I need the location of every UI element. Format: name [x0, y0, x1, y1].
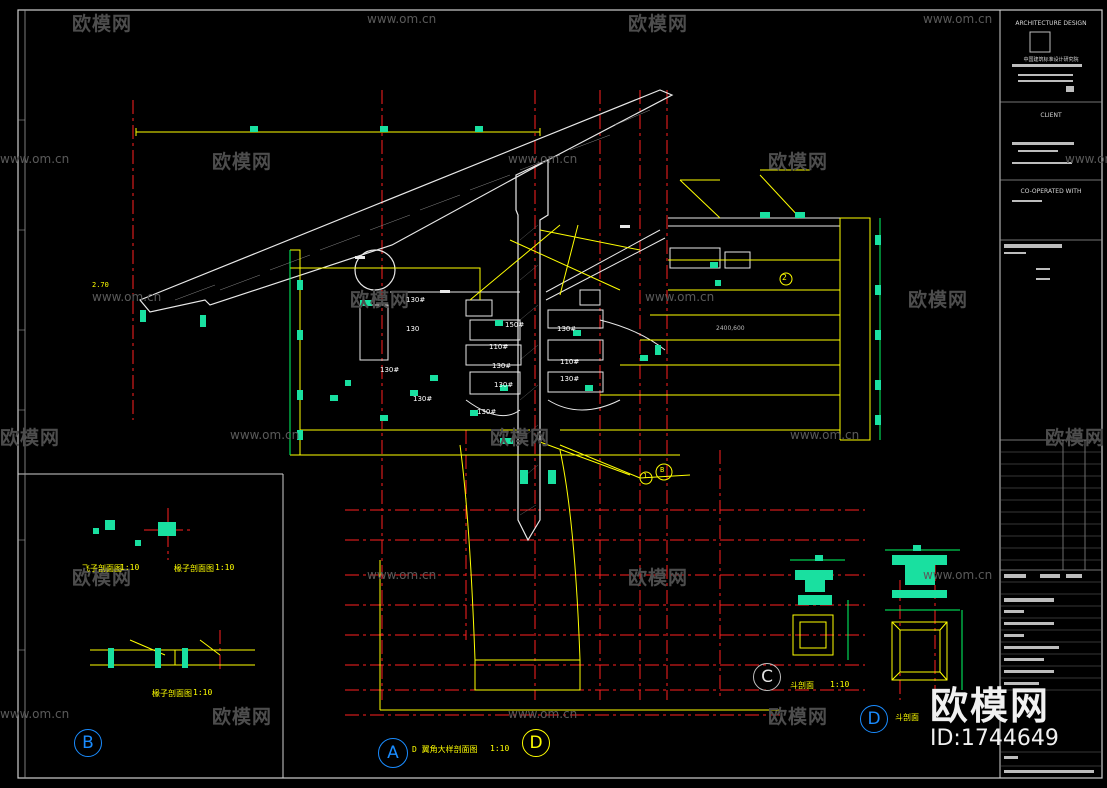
tb-firm-name: 中国建筑标准设计研究院 — [1023, 57, 1079, 63]
watermark-url: www.om.cn — [0, 152, 70, 166]
dim-label: 150# — [505, 321, 525, 329]
callout-a: A — [378, 738, 408, 768]
watermark-url: www.om.cn — [790, 428, 860, 442]
ref-2-label: 2 — [782, 273, 787, 282]
watermark-brand: 欧模网 — [0, 427, 61, 449]
elevation-label: 2.70 — [92, 281, 109, 289]
d-section-title: 斗剖面 — [895, 713, 919, 722]
watermark-url: www.om.cn — [923, 568, 993, 582]
watermark-brand: 欧模网 — [628, 13, 689, 35]
watermark-url: www.om.cn — [508, 707, 578, 721]
ref-num-label: 1 — [643, 472, 648, 480]
callout-d-right: D — [860, 705, 888, 733]
ref-b-label: B — [660, 466, 665, 474]
dim-label: 130# — [477, 408, 497, 416]
watermark-url: www.om.cn — [645, 290, 715, 304]
c-section-scale: 1:10 — [830, 680, 850, 689]
tb-cooperated-with: CO-OPERATED WITH — [1020, 188, 1082, 195]
watermark-brand: 欧模网 — [1045, 427, 1106, 449]
detail-scale-mid: 1:10 — [193, 688, 213, 697]
dim-label: 130# — [413, 395, 433, 403]
watermark-brand: 欧模网 — [768, 151, 829, 173]
callout-c: C — [753, 663, 781, 691]
watermark-url: www.om.cn — [508, 152, 578, 166]
main-section-scale: 1:10 — [490, 744, 510, 753]
watermark-url: www.om.cn — [92, 290, 162, 304]
watermark-brand: 欧模网 — [212, 151, 273, 173]
dim-label: 130# — [560, 375, 580, 383]
main-section-title: D 翼角大样剖面图 — [412, 745, 478, 754]
dim-label: 110# — [489, 343, 509, 351]
watermark-brand: 欧模网 — [768, 706, 829, 728]
detail-title-a: 飞子剖面图 — [82, 564, 122, 573]
dim-label: 2400,600 — [716, 325, 745, 332]
tb-architecture-design: ARCHITECTURE DESIGN — [1015, 20, 1087, 27]
detail-title-mid: 椽子剖面图 — [152, 689, 192, 698]
watermark-brand: 欧模网 — [72, 567, 133, 589]
watermark-url: www.om.cn — [367, 12, 437, 26]
watermark-brand: 欧模网 — [72, 13, 133, 35]
watermark-url: www.om.cn — [923, 12, 993, 26]
c-section-title: 斗剖面 — [790, 681, 814, 690]
detail-title-b: 椽子剖面图 — [174, 564, 214, 573]
watermark-brand: 欧模网 — [490, 427, 551, 449]
dim-label: 130# — [557, 325, 577, 333]
callout-d-bottom: D — [522, 729, 550, 757]
callout-b: B — [74, 729, 102, 757]
dim-label: 130# — [494, 381, 514, 389]
dim-label: 130# — [492, 362, 512, 370]
watermark-url: www.om.cn — [1065, 152, 1107, 166]
dim-label: 130 — [406, 325, 420, 333]
watermark-url: www.om.cn — [0, 707, 70, 721]
dim-label: 130# — [380, 366, 400, 374]
big-brand-watermark: 欧模网 — [930, 684, 1051, 728]
dim-label: 130# — [406, 296, 426, 304]
dim-label: 110# — [560, 358, 580, 366]
detail-scale-b: 1:10 — [215, 563, 235, 572]
id-watermark: ID:1744649 — [930, 726, 1059, 751]
watermark-brand: 欧模网 — [212, 706, 273, 728]
watermark-brand: 欧模网 — [908, 289, 969, 311]
watermark-url: www.om.cn — [367, 568, 437, 582]
watermark-brand: 欧模网 — [628, 567, 689, 589]
watermark-brand: 欧模网 — [350, 289, 411, 311]
tb-client: CLIENT — [1040, 112, 1062, 119]
detail-scale-a: 1:10 — [120, 563, 140, 572]
watermark-url: www.om.cn — [230, 428, 300, 442]
